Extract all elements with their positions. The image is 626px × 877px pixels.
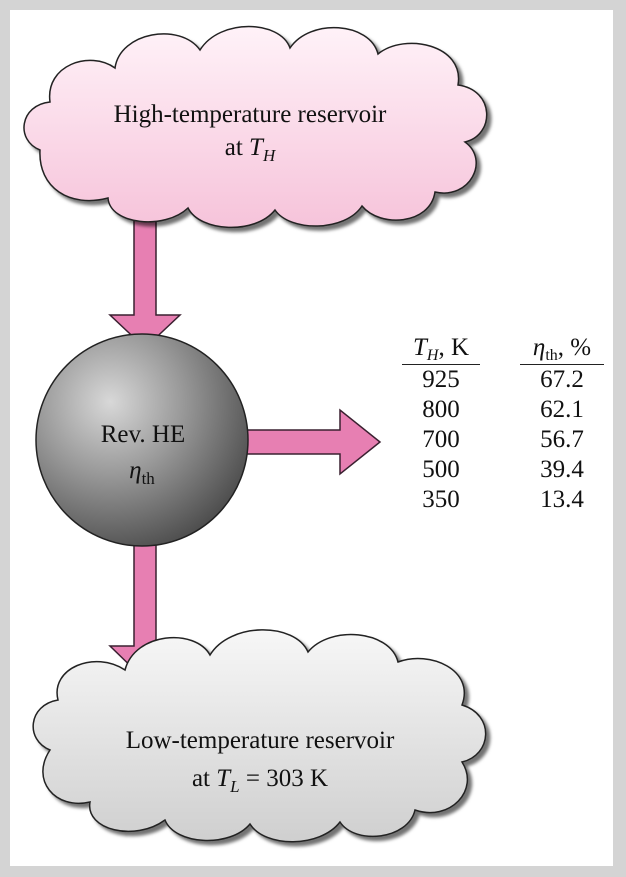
high-temperature-reservoir-cloud [23, 25, 488, 229]
figure-canvas: High-temperature reservoir at TH Rev. HE… [10, 10, 613, 866]
column-header-temperature: TH, K [402, 334, 480, 365]
engine-eta: η [129, 457, 141, 484]
high-reservoir-symbol: T [249, 134, 265, 161]
low-temperature-reservoir-cloud [32, 629, 487, 843]
high-reservoir-temperature: at TH [225, 134, 277, 165]
arrow-heat-in [108, 209, 182, 350]
high-reservoir-label: High-temperature reservoir [114, 101, 387, 128]
table-row: 700 56.7 [402, 425, 604, 455]
table-row: 925 67.2 [402, 365, 604, 396]
column-gap [480, 334, 520, 365]
low-reservoir-prefix: at [192, 765, 216, 792]
high-reservoir-subscript: H [262, 146, 277, 165]
temperature-cell: 925 [422, 366, 460, 393]
high-reservoir-prefix: at [225, 134, 249, 161]
efficiency-cell: 13.4 [540, 486, 584, 513]
reversible-heat-engine [35, 333, 249, 547]
table-header-row: TH, K ηth, % [402, 334, 604, 365]
temperature-cell: 800 [422, 396, 460, 423]
low-reservoir-label: Low-temperature reservoir [126, 727, 395, 754]
efficiency-cell: 62.1 [540, 396, 584, 423]
low-reservoir-subscript: L [229, 777, 239, 796]
efficiency-cell: 56.7 [540, 426, 584, 453]
efficiency-table: TH, K ηth, % 925 67.2 800 62.1 700 56.7 … [402, 334, 604, 515]
engine-eta-subscript: th [142, 469, 156, 488]
table-row: 800 62.1 [402, 395, 604, 425]
column-header-efficiency: ηth, % [520, 334, 604, 365]
heat-engine-diagram: High-temperature reservoir at TH Rev. HE… [23, 25, 488, 843]
temperature-cell: 500 [422, 456, 460, 483]
engine-label: Rev. HE [101, 421, 185, 448]
efficiency-cell: 67.2 [540, 366, 584, 393]
temperature-cell: 700 [422, 426, 460, 453]
engine-efficiency-symbol: ηth [129, 457, 155, 488]
low-reservoir-value: = 303 K [240, 765, 328, 792]
low-reservoir-symbol: T [216, 765, 232, 792]
efficiency-cell: 39.4 [540, 456, 584, 483]
table-row: 350 13.4 [402, 485, 604, 515]
arrow-work-out [237, 408, 382, 476]
table-row: 500 39.4 [402, 455, 604, 485]
temperature-cell: 350 [422, 486, 460, 513]
low-reservoir-temperature: at TL = 303 K [192, 765, 328, 796]
